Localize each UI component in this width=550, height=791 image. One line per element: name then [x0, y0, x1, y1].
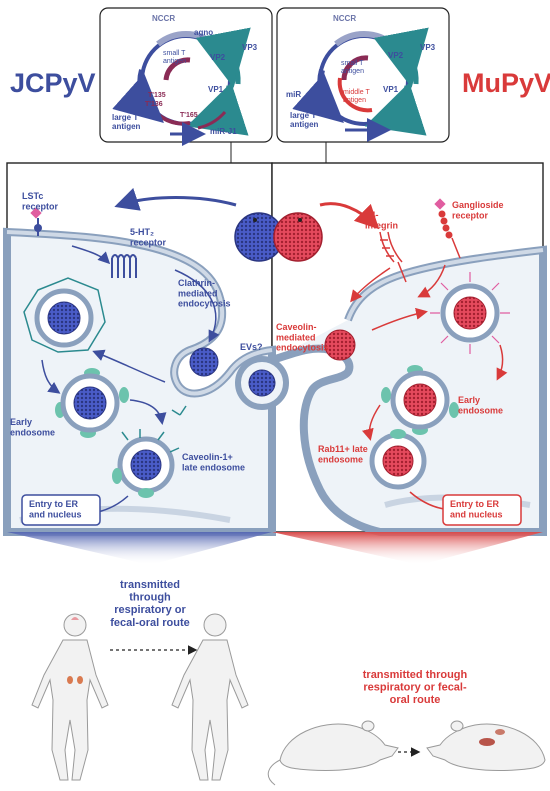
jc-ev-vesicle	[235, 356, 289, 410]
jc-mir-label: miR-J1	[210, 127, 237, 136]
mu-early-endosome	[381, 365, 459, 435]
a4-integrin-label: α4-integrin	[365, 210, 398, 230]
jc-clathrin-coated-vesicle	[23, 277, 106, 353]
ganglioside-receptor-icon	[434, 198, 461, 259]
jc-entry-arrow	[114, 187, 237, 211]
evs-label: EVs?	[240, 342, 263, 352]
jc-caveolin-late-endosome	[112, 429, 180, 498]
mouse-target-figure	[426, 720, 546, 771]
mu-vp2-label: VP2	[388, 51, 404, 60]
mouse-organ-icon	[479, 738, 495, 746]
a4-integrin-icon	[379, 231, 407, 283]
mu-funnel	[272, 532, 543, 565]
mu-entry-arrow	[319, 202, 380, 230]
jcpyv-title: JCPyV	[10, 68, 96, 98]
jc-funnel	[7, 532, 272, 565]
mu-caveolar-vesicle	[430, 272, 510, 354]
mupyv-virion	[273, 212, 323, 262]
mu-ncc-r-label: NCCR	[333, 14, 356, 23]
kidney-left-icon	[67, 676, 73, 684]
jc-early-endosome	[55, 368, 129, 438]
mu-mir-label: miR	[286, 90, 301, 99]
brain-icon	[71, 617, 79, 620]
jc-t165-label: T'165	[180, 112, 198, 119]
human-target-figure	[171, 613, 249, 781]
jc-clathrin-pit-virion	[189, 347, 219, 377]
human-source-figure	[31, 613, 109, 781]
jc-t136-label: T'136	[145, 101, 163, 108]
jc-vp1-label: VP1	[208, 85, 224, 94]
mupyv-title: MuPyV	[462, 68, 550, 98]
mouse-source-figure	[267, 720, 399, 786]
jc-t135-label: T'135	[148, 92, 166, 99]
jc-vp3-label: VP3	[242, 43, 258, 52]
jc-caveolin-endosome-label: Caveolin-1+late endosome	[182, 452, 245, 472]
mu-vp1-label: VP1	[383, 85, 399, 94]
ht2-receptor-icon	[111, 254, 137, 278]
mu-vp3-label: VP3	[420, 43, 436, 52]
kidney-right-icon	[77, 676, 83, 684]
jc-vp2-label: VP2	[210, 53, 226, 62]
mouse-organ-icon-2	[495, 729, 505, 735]
mu-caveolin-pit	[324, 329, 356, 361]
mu-rab11-late-endosome	[369, 429, 427, 490]
jc-agno-label: agno	[194, 28, 213, 37]
jc-ncc-r-label: NCCR	[152, 14, 175, 23]
